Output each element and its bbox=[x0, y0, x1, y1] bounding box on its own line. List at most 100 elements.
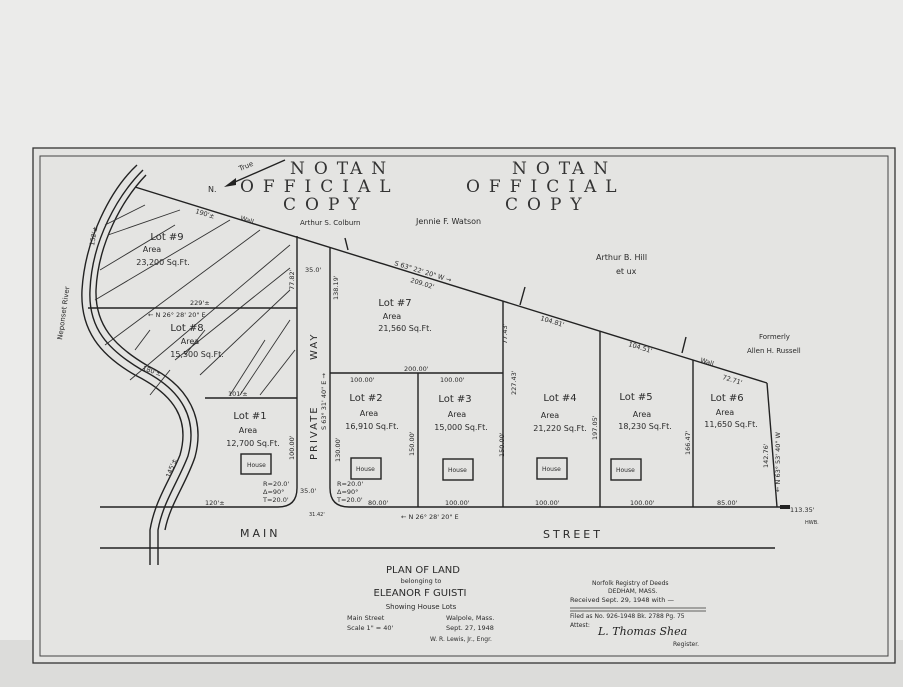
plan-text: Area bbox=[716, 408, 735, 417]
plan-text: 15,500 Sq.Ft. bbox=[170, 350, 224, 359]
plan-text: Received Sept. 29, 1948 with — bbox=[570, 596, 674, 604]
houses: House House House House House bbox=[240, 453, 642, 481]
plan-text: 130.00' bbox=[334, 437, 342, 462]
house-label: House bbox=[448, 467, 467, 474]
plan-text: 21,560 Sq.Ft. bbox=[378, 324, 432, 333]
plan-text: belonging to bbox=[401, 577, 442, 585]
plan-text: Area bbox=[181, 337, 200, 346]
plan-text: 85.00' bbox=[717, 499, 738, 507]
plan-text: 166.47' bbox=[684, 430, 692, 455]
plan-text: 101'± bbox=[228, 390, 248, 398]
plan-text: Lot #5 bbox=[619, 392, 652, 403]
plan-text: 23,200 Sq.Ft. bbox=[136, 258, 190, 267]
plan-text: Δ=90° bbox=[337, 488, 358, 496]
lot-8: Lot #8 Area 15,500 Sq.Ft. bbox=[170, 323, 224, 359]
watermark-right: NOT AN OFFICIAL COPY bbox=[466, 159, 626, 215]
inner-frame bbox=[39, 155, 889, 657]
lot-4: Lot #4 Area 21,220 Sq.Ft. bbox=[533, 393, 587, 433]
lot-9: Lot #9 Area 23,200 Sq.Ft. bbox=[136, 232, 190, 267]
plan-text: Sept. 27, 1948 bbox=[446, 624, 494, 632]
plan-title: PLAN OF LAND bbox=[386, 565, 460, 576]
plan-text: R=20.0' bbox=[337, 480, 363, 488]
abutter-hill: Arthur B. Hill bbox=[596, 253, 647, 262]
plan-text: 227.43' bbox=[510, 370, 518, 395]
plan-text: HWB. bbox=[805, 520, 819, 526]
plan-text: Area bbox=[143, 245, 162, 254]
lot-lines bbox=[88, 186, 790, 549]
plan-text: Lot #2 bbox=[349, 393, 382, 404]
watermark-text: AN bbox=[349, 159, 395, 179]
plan-text: Lot #3 bbox=[438, 394, 471, 405]
plan-text: Lot #1 bbox=[233, 411, 266, 422]
house-label: House bbox=[616, 467, 635, 474]
owner-name: ELEANOR F GUISTI bbox=[374, 588, 467, 599]
watermark-text: NOT bbox=[290, 159, 357, 179]
main-street-label: MAIN bbox=[240, 527, 281, 540]
abutter-russell: Allen H. Russell bbox=[747, 347, 801, 355]
plan-text: ← N 26° 28' 20" E bbox=[401, 513, 459, 521]
plan-text: Area bbox=[448, 410, 467, 419]
plan-text: Lot #8 bbox=[170, 323, 203, 334]
plan-text: 77.82' bbox=[288, 269, 296, 290]
registry-stamp: Norfolk Registry of Deeds DEDHAM, MASS. … bbox=[570, 580, 706, 648]
plan-text: 80.00' bbox=[368, 499, 389, 507]
plan-text: Area bbox=[541, 411, 560, 420]
plan-text: Lot #4 bbox=[543, 393, 576, 404]
plan-text: 100.00' bbox=[350, 376, 375, 384]
plan-text: Showing House Lots bbox=[386, 603, 457, 611]
plan-text: 77.43' bbox=[501, 323, 509, 344]
house-label: House bbox=[542, 466, 561, 473]
plan-text: Area bbox=[360, 409, 379, 418]
private-way-label: PRIVATE bbox=[309, 405, 320, 460]
plan-text: W. R. Lewis, Jr., Engr. bbox=[430, 636, 492, 643]
main-street-label-2: STREET bbox=[543, 528, 603, 541]
plan-text: Δ=90° bbox=[263, 488, 284, 496]
watermark-text: COPY bbox=[283, 195, 369, 215]
plan-text: Main Street bbox=[347, 614, 385, 622]
abutter-colburn: Arthur S. Colburn bbox=[300, 219, 360, 227]
plan-text: 31.42' bbox=[309, 512, 325, 518]
plan-text: T=20.0' bbox=[262, 496, 289, 504]
house-label: House bbox=[356, 466, 375, 473]
watermark-text: NOT bbox=[512, 159, 579, 179]
plan-text: 138.19' bbox=[332, 275, 340, 300]
lot-2: Lot #2 Area 16,910 Sq.Ft. bbox=[345, 393, 399, 431]
hatching bbox=[94, 204, 296, 396]
abutter-watson: Jennie F. Watson bbox=[415, 217, 481, 226]
watermark-text: OFFICIAL bbox=[240, 177, 400, 197]
plan-text: 100.00' bbox=[288, 435, 296, 460]
plan-text: Wall bbox=[239, 214, 255, 226]
plan-text: 12,700 Sq.Ft. bbox=[226, 439, 280, 448]
watermark-text: OFFICIAL bbox=[466, 177, 626, 197]
plan-text: 11,650 Sq.Ft. bbox=[704, 420, 758, 429]
abutter-formerly: Formerly bbox=[759, 333, 790, 341]
plan-text: Register. bbox=[673, 641, 699, 648]
plan-text: 16,910 Sq.Ft. bbox=[345, 422, 399, 431]
north-arrow-icon: N. True bbox=[208, 159, 286, 194]
plan-text: 35.0' bbox=[305, 266, 321, 274]
plan-text: 21,220 Sq.Ft. bbox=[533, 424, 587, 433]
north-label: N. bbox=[208, 185, 217, 194]
plan-text: Area bbox=[383, 312, 402, 321]
plan-text: Wall bbox=[699, 356, 715, 368]
plan-text: Walpole, Mass. bbox=[446, 614, 494, 622]
plan-text: 113.35' bbox=[790, 506, 815, 514]
plan-text: 100.00' bbox=[535, 499, 560, 507]
plan-text: Lot #9 bbox=[150, 232, 183, 243]
outer-frame bbox=[32, 147, 896, 664]
plan-text: R=20.0' bbox=[263, 480, 289, 488]
plan-text: Scale 1" = 40' bbox=[347, 624, 394, 632]
plan-text: 142.76' bbox=[762, 443, 770, 468]
register-signature: L. Thomas Shea bbox=[597, 625, 687, 638]
plan-text: Attest: bbox=[570, 622, 590, 629]
watermark-text: COPY bbox=[505, 195, 591, 215]
plan-text: 229'± bbox=[190, 299, 210, 307]
house-label: House bbox=[247, 462, 266, 469]
plan-text: DEDHAM, MASS. bbox=[608, 588, 658, 595]
